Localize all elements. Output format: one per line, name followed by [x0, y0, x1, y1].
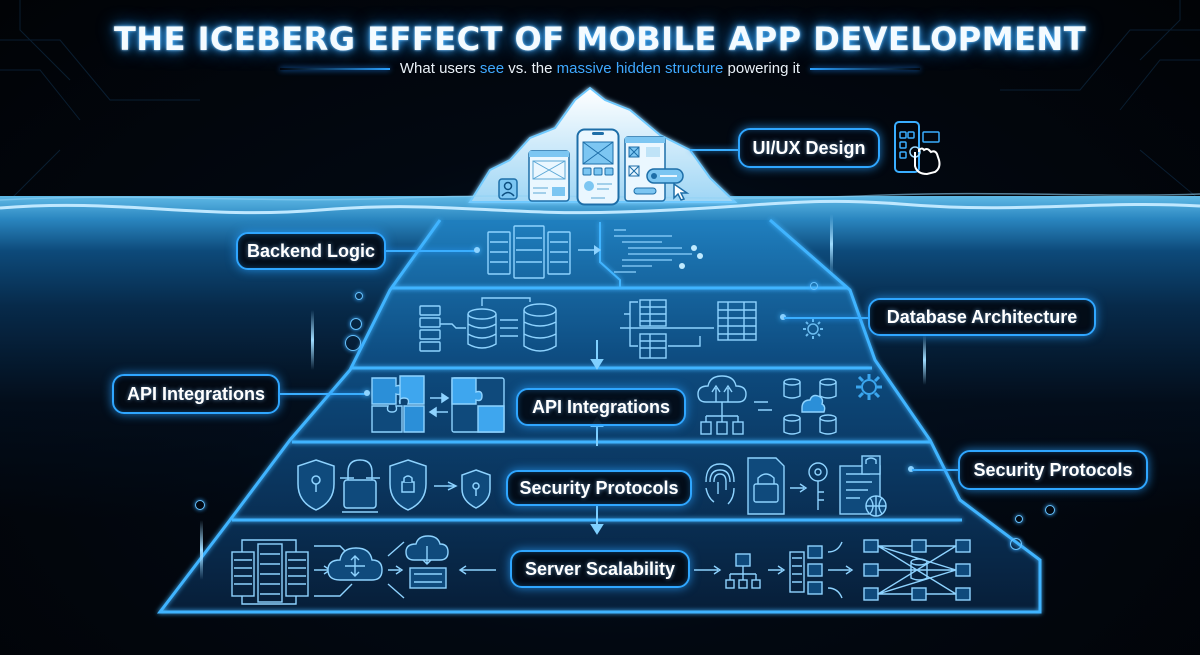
bubble: [1045, 505, 1055, 515]
uiux-connector: [690, 149, 738, 151]
page-title: THE ICEBERG EFFECT OF MOBILE APP DEVELOP…: [113, 20, 1087, 58]
backend-connector-dot: [474, 247, 480, 253]
arrow-right-icon: [578, 245, 601, 255]
server-cloud-flow-icon: [231, 535, 496, 605]
subtitle: What users see vs. the massive hidden st…: [400, 60, 800, 77]
label-uiux-design: UI/UX Design: [738, 128, 880, 168]
backend-connector: [386, 250, 478, 252]
bubble: [345, 335, 361, 351]
phone-tap-icon: [894, 121, 941, 176]
security-connector: [912, 469, 958, 471]
subtitle-divider-right: [810, 67, 921, 70]
bubble: [1015, 515, 1023, 523]
cursor-icon: [673, 182, 690, 201]
scalability-network-icon: [694, 539, 971, 601]
bubble: [810, 282, 818, 290]
bubble: [1010, 538, 1022, 550]
gear-icon: [856, 374, 882, 400]
phone-mockup-icon: [576, 128, 620, 206]
database-connector-dot: [780, 314, 786, 320]
gear-icon: [803, 319, 823, 339]
light-streak: [830, 214, 833, 274]
security-auth-icon: [705, 455, 887, 517]
label-security-protocols-side: Security Protocols: [958, 450, 1148, 490]
wireframe-window-icon: [528, 150, 570, 202]
api-connector-dot: [364, 390, 370, 396]
label-database-architecture: Database Architecture: [868, 298, 1096, 336]
security-shields-icon: [297, 459, 491, 513]
label-security-protocols-center: Security Protocols: [506, 470, 692, 506]
profile-chip-icon: [646, 168, 684, 184]
security-connector-dot: [908, 466, 914, 472]
server-rack-icon: [487, 225, 571, 279]
subtitle-highlight-see: see: [479, 60, 505, 77]
label-server-scalability: Server Scalability: [510, 550, 690, 588]
cloud-database-icon: [697, 375, 837, 435]
label-api-integrations-side: API Integrations: [112, 374, 280, 414]
label-api-integrations-center: API Integrations: [516, 388, 686, 426]
subtitle-text: What users: [399, 60, 480, 77]
light-streak: [923, 335, 926, 385]
subtitle-text: vs. the: [504, 60, 557, 77]
bubble: [195, 500, 205, 510]
code-lines-icon: [614, 229, 703, 273]
app-screen-icon: [624, 136, 666, 202]
database-flow-icon: [419, 297, 557, 352]
profile-card-icon: [498, 178, 518, 200]
bubble: [350, 318, 362, 330]
puzzle-swap-icon: [371, 375, 505, 433]
light-streak: [200, 520, 203, 580]
subtitle-row: What users see vs. the massive hidden st…: [0, 60, 1200, 77]
bubble: [355, 292, 363, 300]
subtitle-divider-left: [279, 67, 390, 70]
table-flow-icon: [620, 299, 757, 359]
light-streak: [311, 310, 314, 370]
subtitle-text: powering it: [723, 60, 801, 77]
database-connector: [784, 317, 868, 319]
api-connector: [280, 393, 368, 395]
subtitle-highlight-structure: massive hidden structure: [556, 60, 724, 77]
label-backend-logic: Backend Logic: [236, 232, 386, 270]
